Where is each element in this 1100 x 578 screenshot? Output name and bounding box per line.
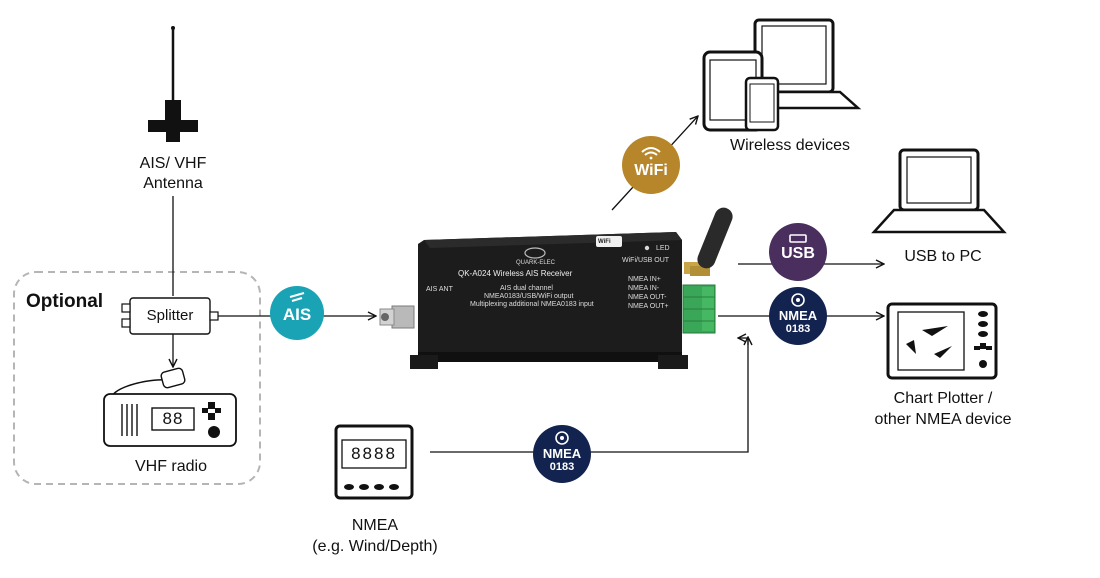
ais-signal-icon	[289, 292, 305, 302]
nmea-label-line1: NMEA	[351, 517, 399, 534]
usb-badge-label: USB	[781, 245, 815, 262]
splitter-icon	[121, 297, 219, 335]
nmea-label-line2: (e.g. Wind/Depth)	[312, 538, 438, 555]
wireless-devices-label: Wireless devices	[729, 137, 851, 154]
nmea-display-icon	[334, 424, 414, 500]
device-model: QK-A024 Wireless AIS Receiver	[458, 269, 573, 278]
target-icon-2	[555, 431, 569, 445]
nmea-in-badge-label-top: NMEA	[542, 446, 582, 461]
pc-laptop-icon	[871, 148, 1007, 234]
device-pin4: NMEA OUT+	[628, 303, 669, 310]
chart-plotter-label-line2: other NMEA device	[874, 411, 1012, 428]
device-desc3: Multiplexing additional NMEA0183 input	[470, 301, 594, 308]
wifi-badge-label: WiFi	[634, 162, 668, 179]
nmea-in-badge	[533, 425, 591, 483]
antenna-label-line2: Antenna	[143, 175, 203, 192]
nmea-out-badge-label-bottom: 0183	[785, 323, 811, 335]
device-pin2: NMEA IN-	[628, 285, 660, 292]
wifi-badge	[622, 136, 680, 194]
vhf-display-readout: 88	[162, 409, 184, 428]
ais-badge	[270, 286, 324, 340]
device-desc1: AIS dual channel	[500, 285, 553, 292]
wifi-signal-icon	[641, 147, 661, 160]
chart-plotter-label-line1: Chart Plotter /	[893, 390, 993, 407]
nmea-display-readout: 8888	[351, 444, 397, 463]
device-brand: QUARK-ELEC	[516, 260, 556, 266]
nmea-out-badge-label-top: NMEA	[778, 308, 818, 323]
target-icon	[791, 293, 805, 307]
nmea-in-badge-label-bottom: 0183	[549, 461, 575, 473]
device-pin1: NMEA IN+	[628, 276, 661, 283]
stubby-antenna-icon	[697, 207, 733, 269]
vhf-radio-icon	[103, 367, 237, 447]
antenna-icon	[148, 26, 198, 142]
device-pin3: NMEA OUT-	[628, 294, 667, 301]
usb-badge	[769, 223, 827, 281]
device-ais-ant: AIS ANT	[426, 286, 453, 293]
tablet-icon	[702, 50, 764, 132]
device-wifi-logo: WiFi	[598, 239, 611, 245]
ais-receiver-device	[379, 232, 716, 369]
phone-icon	[744, 76, 780, 132]
ais-badge-label: AIS	[282, 305, 312, 324]
chart-plotter-icon	[886, 302, 998, 380]
nmea-out-badge	[769, 287, 827, 345]
optional-group-box	[13, 271, 261, 485]
vhf-radio-label: VHF radio	[134, 458, 208, 475]
splitter-label: Splitter	[146, 307, 194, 324]
usb-to-pc-label: USB to PC	[904, 248, 982, 265]
device-led: LED	[656, 245, 670, 252]
antenna-label-line1: AIS/ VHF	[139, 155, 207, 172]
device-wifi-usb-out: WiFi/USB OUT	[622, 257, 670, 264]
device-desc2: NMEA0183/USB/WiFi output	[484, 293, 574, 300]
optional-label: Optional	[26, 291, 104, 312]
usb-icon	[789, 234, 807, 243]
